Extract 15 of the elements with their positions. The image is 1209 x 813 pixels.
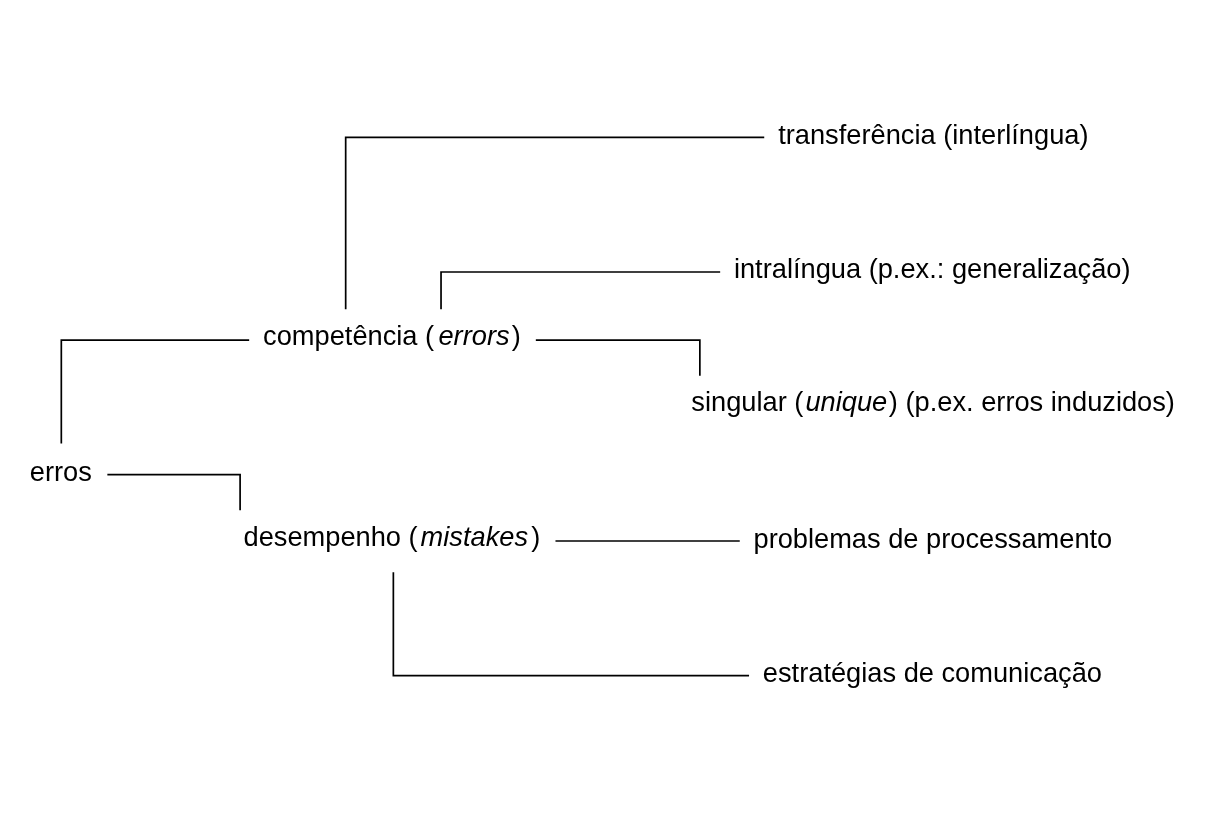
connector: [554, 540, 741, 542]
node-text: estratégias de comunicação: [762, 657, 1102, 689]
node-text: problemas de processamento: [753, 522, 1113, 554]
node-text: desempenho (mistakes): [243, 520, 541, 552]
connector: [392, 571, 750, 677]
node-text: erros: [29, 456, 92, 488]
node-text: competência (errors): [263, 319, 521, 351]
node-text: transferência (interlíngua): [778, 118, 1089, 150]
connector: [60, 339, 250, 445]
connector: [535, 339, 701, 377]
node-text: intralíngua (p.ex.: generalização): [733, 253, 1131, 285]
connector: [344, 136, 766, 311]
connector: [106, 473, 241, 511]
connector: [440, 271, 721, 311]
node-text: singular (unique) (p.ex. erros induzidos): [691, 386, 1175, 418]
